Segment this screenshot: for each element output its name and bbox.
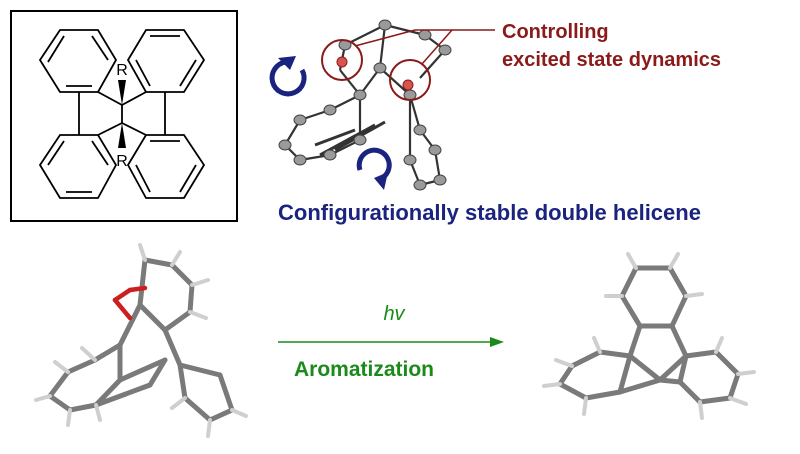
clockwise-arrow-icon <box>356 147 392 190</box>
controlling-line1: Controlling <box>502 21 609 43</box>
crystal-atoms <box>278 19 452 191</box>
oxygen-atoms <box>336 56 414 91</box>
ring-bottom-left <box>38 134 118 199</box>
ring-bottom-right <box>126 134 206 199</box>
highlight-circle-right <box>389 59 431 101</box>
molecule-right <box>557 265 741 405</box>
pointer-line-right <box>421 29 453 65</box>
wedge-bond-bottom <box>118 123 126 148</box>
ring-top-right <box>126 29 206 93</box>
right-arrow-icon <box>278 337 504 347</box>
molecule-left-hydrogens <box>34 243 248 438</box>
skeletal-structure <box>38 29 206 199</box>
chemical-structure-box <box>10 10 238 222</box>
counterclockwise-arrow-icon <box>269 56 307 97</box>
aromatization-label: Aromatization <box>294 358 435 381</box>
ring-top-left <box>38 29 118 93</box>
controlling-line2: excited state dynamics <box>502 49 721 71</box>
hv-label: hv <box>383 303 405 325</box>
crystal-structure <box>284 23 446 187</box>
pointer-line-left <box>354 29 416 47</box>
r-group-top: R <box>116 62 128 79</box>
molecule-right-hydrogens <box>542 252 756 420</box>
r-group-bottom: R <box>116 153 128 170</box>
molecule-left <box>47 257 235 423</box>
highlight-circle-left <box>321 39 363 81</box>
configurationally-label: Configurationally stable double helicene <box>278 200 701 225</box>
controlling-label: Controlling excited state dynamics <box>502 18 721 74</box>
molecule-left-peroxide <box>112 285 148 321</box>
wedge-bond-top <box>118 80 126 105</box>
